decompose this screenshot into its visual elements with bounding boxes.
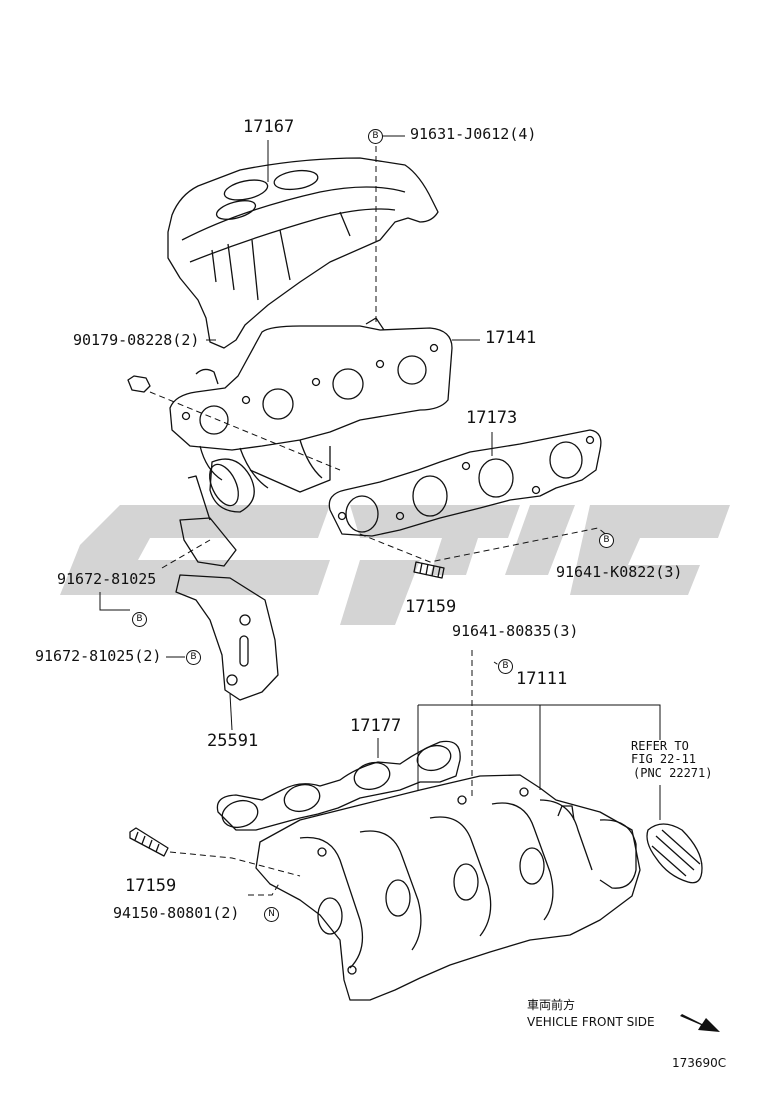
part-number-90179: 90179-08228(2) — [73, 331, 200, 349]
part-number-17111: 17111 — [516, 669, 568, 689]
pcv-hose — [646, 823, 703, 884]
exhaust-manifold — [169, 325, 453, 451]
intake-manifold-gasket — [216, 740, 461, 831]
part-number-94150: 94150-80801(2) — [113, 904, 240, 922]
refer-line-3: (PNC 22271) — [633, 766, 713, 780]
part-number-91631: 91631-J0612(4) — [410, 125, 537, 143]
part-number-17141: 17141 — [485, 328, 537, 348]
figure-id: 173690C — [672, 1056, 727, 1070]
nut-marker-n: N — [264, 907, 279, 922]
part-number-91672-b: 91672-81025(2) — [35, 647, 162, 665]
bolt-marker-b: B — [186, 650, 201, 665]
part-number-17159-lower: 17159 — [125, 876, 177, 896]
part-number-17167: 17167 — [243, 117, 295, 137]
arrow-down-right-icon — [680, 1014, 720, 1032]
direction-label-japanese: 車両前方 — [527, 998, 576, 1012]
bolt-marker-b: B — [368, 129, 383, 144]
bolt-marker-b: B — [132, 612, 147, 627]
hex-nut — [127, 375, 151, 393]
exhaust-manifold-gasket — [328, 429, 602, 537]
exhaust-manifold-heat-insulator — [167, 157, 439, 349]
direction-label-english: VEHICLE FRONT SIDE — [527, 1015, 655, 1029]
part-number-17173: 17173 — [466, 408, 518, 428]
refer-line-2: FIG 22-11 — [631, 752, 697, 766]
part-number-17159-upper: 17159 — [405, 597, 457, 617]
intake-manifold — [255, 774, 641, 1001]
manifold-stay-bracket — [175, 574, 279, 701]
part-number-91641-k0822: 91641-K0822(3) — [556, 563, 683, 581]
part-number-91641-80835: 91641-80835(3) — [452, 622, 579, 640]
stud-bolt-lower — [129, 827, 169, 857]
leader-lines — [99, 135, 661, 896]
part-number-25591: 25591 — [207, 731, 259, 751]
stud-bolt-upper — [413, 561, 445, 579]
watermark-logo — [60, 505, 730, 625]
part-number-17177: 17177 — [350, 716, 402, 736]
drawing-lines — [127, 157, 703, 1001]
bolt-marker-b: B — [498, 659, 513, 674]
refer-line-1: REFER TO — [631, 739, 689, 753]
part-number-91672-a: 91672-81025 — [57, 570, 157, 588]
bolt-marker-b: B — [599, 533, 614, 548]
